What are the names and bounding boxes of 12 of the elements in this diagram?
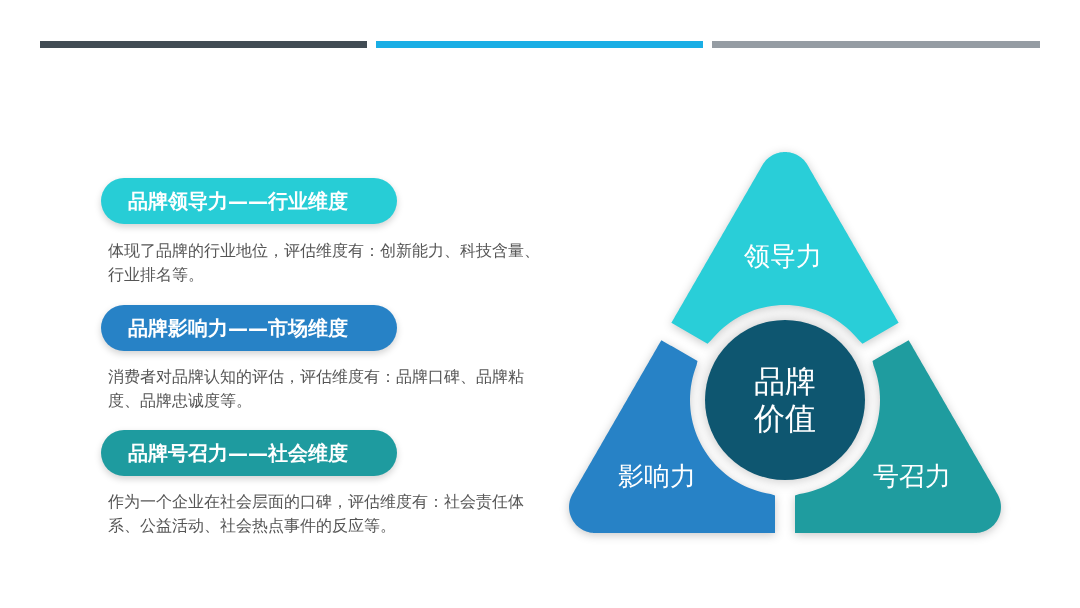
segment-label: 影响力 [618,462,696,492]
center-circle [705,320,865,480]
segment-label: 领导力 [744,242,822,272]
center-label: 品牌价值 [753,362,817,438]
description-text: 体现了品牌的行业地位，评估维度有：创新能力、科技含量、行业排名等。 [108,240,541,286]
segment-label: 号召力 [873,462,951,492]
heading-pill: 品牌号召力——社会维度 [101,430,397,476]
description-text: 作为一个企业在社会层面的口碑，评估维度有：社会责任体系、公益活动、社会热点事件的反应等。 [108,491,525,537]
heading-pill: 品牌领导力——行业维度 [101,178,397,224]
triangle-segment [671,152,899,344]
description-text: 消费者对品牌认知的评估，评估维度有：品牌口碑、品牌粘度、品牌忠诚度等。 [108,366,525,412]
heading-pill: 品牌影响力——市场维度 [101,305,397,351]
